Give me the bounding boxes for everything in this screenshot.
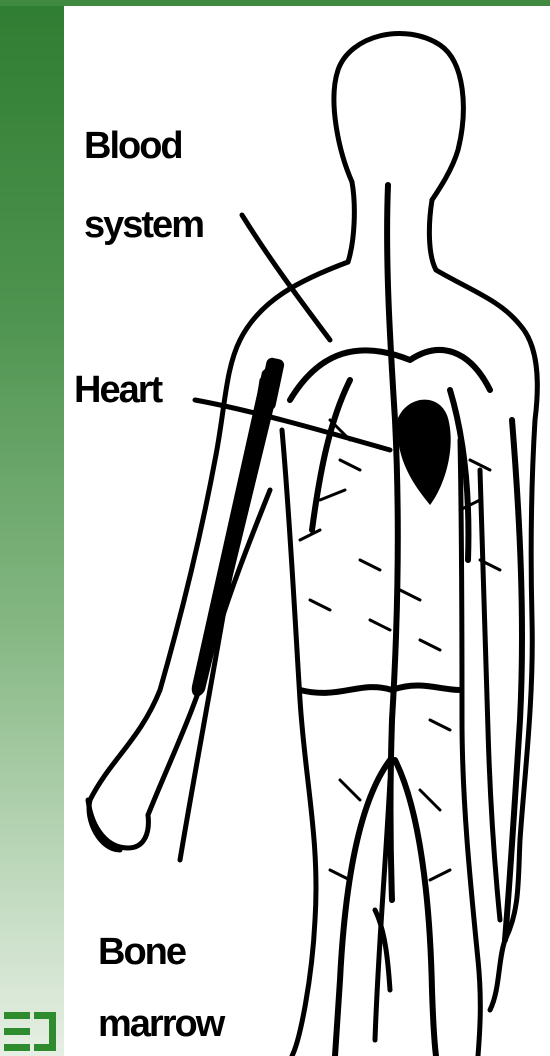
aorta-trunk [387, 185, 398, 900]
label-system: system [84, 203, 203, 247]
label-heart: Heart [74, 368, 161, 412]
humerus-bone [192, 366, 281, 696]
left-vessel-branch [312, 380, 350, 530]
left-shoulder [89, 262, 348, 850]
head-outline [334, 33, 463, 200]
abdominal-branch [300, 686, 460, 693]
heart-shape [398, 400, 451, 505]
label-marrow: marrow [98, 1002, 223, 1046]
right-hand [490, 940, 505, 1010]
right-arm-inner [480, 470, 500, 920]
leg-vessel-right [395, 760, 436, 1056]
neck-left [348, 182, 354, 262]
pointer-heart [195, 400, 390, 450]
neck-right [429, 200, 436, 270]
left-hand [88, 800, 148, 848]
label-bone: Bone [98, 930, 185, 974]
label-blood: Blood [84, 124, 182, 168]
